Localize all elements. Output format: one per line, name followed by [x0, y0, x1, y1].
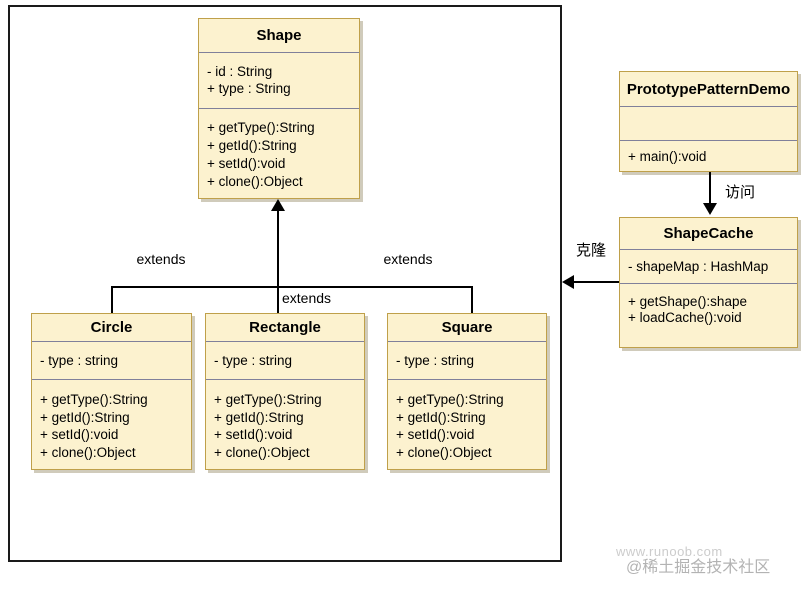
clone-label: 克隆	[576, 242, 607, 259]
class-rectangle-methods: + getType():String + getId():String + se…	[206, 379, 364, 471]
method-line: + getId():String	[214, 409, 304, 425]
class-shape-fields: - id : String + type : String	[199, 52, 359, 108]
circle-branch-stub	[111, 287, 113, 313]
clone-arrowhead-icon	[562, 275, 574, 289]
field-line: - shapeMap : HashMap	[628, 259, 769, 274]
method-line: + setId():void	[40, 427, 119, 442]
extends-label-left: extends	[136, 251, 186, 267]
method-line: + getType():String	[207, 120, 315, 135]
watermark-runoob: www.runoob.com	[616, 544, 723, 559]
method-line: + setId():void	[214, 427, 293, 442]
clone-line	[574, 281, 619, 283]
class-shape-methods: + getType():String + getId():String + se…	[199, 108, 359, 200]
class-circle-methods: + getType():String + getId():String + se…	[32, 379, 191, 471]
class-rectangle-fields: - type : string	[206, 341, 364, 379]
class-cache-fields: - shapeMap : HashMap	[620, 249, 797, 283]
method-line: + setId():void	[207, 156, 286, 171]
class-circle-title: Circle	[90, 319, 133, 336]
inheritance-vertical-line	[277, 210, 279, 313]
class-cache-title: ShapeCache	[663, 225, 754, 242]
field-line: - id : String	[207, 64, 273, 79]
method-line: + loadCache():void	[628, 310, 742, 325]
method-line: + clone():Object	[214, 444, 310, 460]
method-line: + getType():String	[396, 392, 504, 407]
class-rectangle: Rectangle - type : string + getType():St…	[205, 313, 365, 470]
class-square-methods: + getType():String + getId():String + se…	[388, 379, 546, 471]
class-circle: Circle - type : string + getType():Strin…	[31, 313, 192, 470]
method-line: + getId():String	[396, 409, 486, 425]
extends-label-middle: extends	[282, 290, 332, 306]
access-label: 访问	[725, 184, 756, 201]
class-shape-title: Shape	[256, 27, 302, 44]
class-rectangle-title: Rectangle	[249, 319, 321, 336]
watermark-juejin: @稀土掘金技术社区	[626, 559, 771, 576]
method-line: + main():void	[628, 149, 707, 164]
class-shape-cache: ShapeCache - shapeMap : HashMap + getSha…	[619, 217, 798, 348]
class-demo-methods: + main():void	[620, 140, 797, 173]
field-line: - type : string	[214, 353, 293, 368]
class-square-fields: - type : string	[388, 341, 546, 379]
method-line: + clone():Object	[207, 174, 303, 189]
class-circle-fields: - type : string	[32, 341, 191, 379]
method-line: + setId():void	[396, 427, 475, 442]
method-line: + getId():String	[40, 409, 130, 425]
field-line: - type : string	[40, 353, 119, 368]
inheritance-branch-line	[111, 286, 473, 288]
access-arrowhead-icon	[703, 203, 717, 215]
system-boundary-box	[8, 5, 562, 562]
class-demo-fields-empty	[620, 106, 797, 140]
class-demo-title: PrototypePatternDemo	[626, 80, 791, 98]
square-branch-stub	[471, 287, 473, 313]
class-shape: Shape - id : String + type : String + ge…	[198, 18, 360, 199]
access-line	[709, 172, 711, 203]
method-line: + clone():Object	[396, 444, 492, 460]
extends-label-right: extends	[383, 251, 433, 267]
class-square: Square - type : string + getType():Strin…	[387, 313, 547, 470]
method-line: + getType():String	[214, 392, 322, 407]
method-line: + clone():Object	[40, 444, 136, 460]
class-prototype-pattern-demo: PrototypePatternDemo + main():void	[619, 71, 798, 172]
class-cache-methods: + getShape():shape + loadCache():void	[620, 283, 797, 349]
method-line: + getType():String	[40, 392, 148, 407]
inheritance-arrowhead-icon	[271, 199, 285, 211]
field-line: - type : string	[396, 353, 475, 368]
method-line: + getId():String	[207, 138, 297, 153]
field-line: + type : String	[207, 81, 291, 96]
class-square-title: Square	[441, 319, 493, 336]
method-line: + getShape():shape	[628, 294, 747, 309]
